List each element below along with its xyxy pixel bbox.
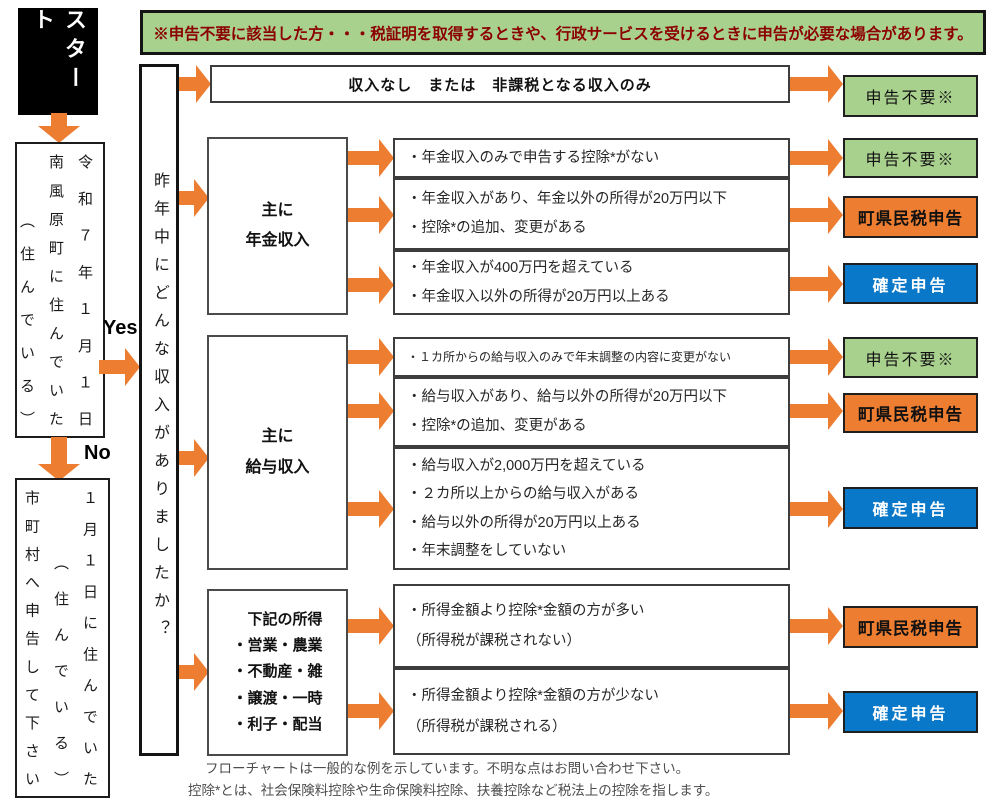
arrow-right-icon bbox=[790, 606, 843, 646]
result-badge-municipal-tax: 町県民税申告 bbox=[843, 606, 978, 648]
arrow-right-icon bbox=[99, 347, 140, 387]
arrow-right-icon bbox=[348, 391, 394, 431]
result-badge-final-return: 確定申告 bbox=[843, 263, 978, 304]
arrow-right-icon bbox=[348, 489, 394, 529]
salary-condition-box: ・給与収入が2,000万円を超えている ・２カ所以上からの給与収入がある ・給与… bbox=[393, 447, 790, 570]
salary-group-label: 主に 給与収入 bbox=[245, 428, 310, 476]
start-box: スタート bbox=[18, 8, 98, 115]
no-income-condition-box: 収入なし または 非課税となる収入のみ bbox=[210, 65, 790, 103]
other-income-group-label: 下記の所得 ・営業・農業 ・不動産・雑 ・譲渡・一時 ・利子・配当 bbox=[232, 610, 323, 733]
start-label: スタート bbox=[30, 8, 87, 95]
municipality-instruction-text: １月１日に住んでいた （住んでいる） 市町村へ申告して下さい bbox=[23, 490, 98, 786]
arrow-right-icon bbox=[348, 195, 394, 235]
arrow-right-icon bbox=[348, 138, 394, 178]
arrow-right-icon bbox=[179, 438, 209, 478]
residence-question-text: 令和７年１月１日 南風原町に住んでいた （住んでいる） bbox=[18, 154, 93, 426]
no-income-condition-text: 収入なし または 非課税となる収入のみ bbox=[348, 76, 652, 94]
note-banner: ※申告不要に該当した方・・・税証明を取得するときや、行政サービスを受けるときに申… bbox=[140, 10, 986, 55]
arrow-right-icon bbox=[790, 64, 843, 104]
arrow-right-icon bbox=[348, 265, 394, 305]
arrow-right-icon bbox=[790, 195, 843, 235]
other-income-condition-box: ・所得金額より控除*金額の方が少ない （所得税が課税される） bbox=[393, 668, 790, 755]
arrow-right-icon bbox=[348, 606, 394, 646]
arrow-down-icon bbox=[38, 113, 80, 143]
yes-label: Yes bbox=[103, 317, 138, 339]
other-income-group-box: 下記の所得 ・営業・農業 ・不動産・雑 ・譲渡・一時 ・利子・配当 bbox=[207, 589, 348, 756]
arrow-right-icon bbox=[790, 337, 843, 377]
arrow-right-icon bbox=[790, 691, 843, 731]
arrow-down-icon bbox=[38, 437, 80, 481]
income-question-box: 昨年中にどんな収入がありましたか？ bbox=[139, 64, 179, 756]
pension-condition-box: ・年金収入のみで申告する控除*がない bbox=[393, 138, 790, 178]
result-badge-municipal-tax: 町県民税申告 bbox=[843, 196, 978, 238]
income-question-text: 昨年中にどんな収入がありましたか？ bbox=[151, 172, 168, 648]
pension-condition-box: ・年金収入があり、年金以外の所得が20万円以下 ・控除*の追加、変更がある bbox=[393, 178, 790, 250]
footer-note-general: フローチャートは一般的な例を示しています。不明な点はお問い合わせ下さい。 bbox=[205, 761, 690, 776]
other-income-condition-box: ・所得金額より控除*金額の方が多い （所得税が課税されない） bbox=[393, 584, 790, 668]
arrow-right-icon bbox=[179, 64, 211, 104]
municipality-instruction-box: １月１日に住んでいた （住んでいる） 市町村へ申告して下さい bbox=[15, 478, 110, 798]
pension-group-box: 主に 年金収入 bbox=[207, 137, 348, 315]
result-badge-no-filing: 申告不要※ bbox=[843, 138, 978, 178]
note-banner-text: ※申告不要に該当した方・・・税証明を取得するときや、行政サービスを受けるときに申… bbox=[153, 25, 973, 43]
arrow-right-icon bbox=[790, 489, 843, 529]
salary-group-box: 主に 給与収入 bbox=[207, 335, 348, 570]
arrow-right-icon bbox=[179, 652, 209, 692]
arrow-right-icon bbox=[790, 264, 843, 304]
footer-note-deductions: 控除*とは、社会保険料控除や生命保険料控除、扶養控除など税法上の控除を指します。 bbox=[188, 783, 719, 798]
salary-condition-box: ・給与収入があり、給与以外の所得が20万円以下 ・控除*の追加、変更がある bbox=[393, 377, 790, 447]
result-badge-no-filing: 申告不要※ bbox=[843, 75, 978, 117]
arrow-right-icon bbox=[790, 391, 843, 431]
arrow-right-icon bbox=[790, 138, 843, 178]
arrow-right-icon bbox=[179, 178, 209, 218]
arrow-right-icon bbox=[348, 337, 394, 377]
result-badge-final-return: 確定申告 bbox=[843, 487, 978, 529]
result-badge-municipal-tax: 町県民税申告 bbox=[843, 393, 978, 433]
pension-condition-box: ・年金収入が400万円を超えている ・年金収入以外の所得が20万円以上ある bbox=[393, 250, 790, 315]
pension-group-label: 主に 年金収入 bbox=[245, 201, 310, 249]
salary-condition-box: ・１カ所からの給与収入のみで年末調整の内容に変更がない bbox=[393, 337, 790, 377]
arrow-right-icon bbox=[348, 691, 394, 731]
result-badge-no-filing: 申告不要※ bbox=[843, 337, 978, 378]
result-badge-final-return: 確定申告 bbox=[843, 691, 978, 733]
residence-question-box: 令和７年１月１日 南風原町に住んでいた （住んでいる） bbox=[15, 142, 105, 438]
no-label: No bbox=[84, 442, 111, 464]
